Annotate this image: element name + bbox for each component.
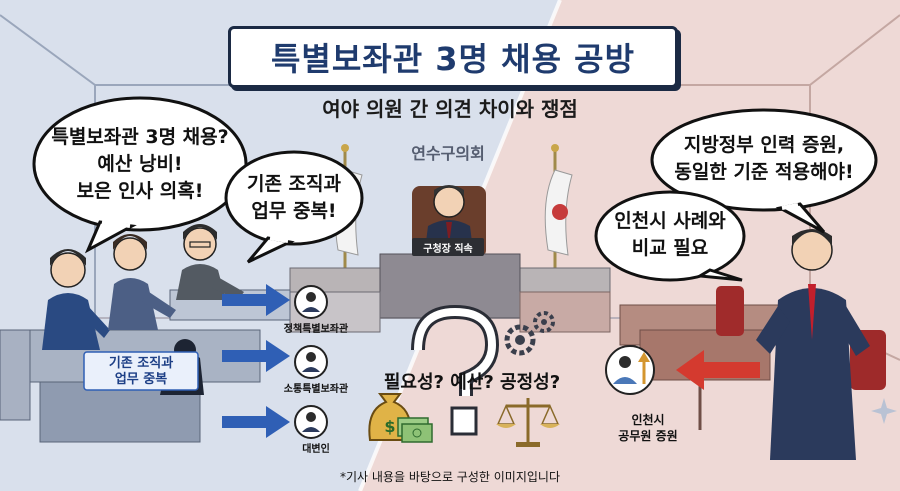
arrow-icon-3 xyxy=(222,406,290,438)
scales-icon xyxy=(496,398,560,447)
page-title: 특별보좌관 3명 채용 공방 xyxy=(270,40,636,78)
duplication-label-line1: 기존 조직과 xyxy=(108,356,174,371)
left-bubble-1-line3: 보은 인사 의혹! xyxy=(76,180,204,202)
official-figure-right xyxy=(756,229,870,460)
position-label-2: 소통특별보좌관 xyxy=(283,384,349,395)
incheon-label-line2: 공무원 증원 xyxy=(618,429,678,443)
speech-bubble-left-2 xyxy=(224,150,364,264)
svg-text:$: $ xyxy=(384,417,395,436)
person-icon-3 xyxy=(294,405,328,439)
subtitle: 여야 의원 간 의견 차이와 쟁점 xyxy=(322,97,578,121)
question-text: 필요성? 예산? 공정성? xyxy=(383,372,561,393)
lawmaker-figure-2 xyxy=(108,234,176,330)
right-bubble-1-text: 지방정부 인력 증원, 동일한 기준 적용해야! xyxy=(660,132,868,186)
arrow-icon-1 xyxy=(222,284,290,316)
incheon-label: 인천시 공무원 증원 xyxy=(596,412,700,444)
speech-bubble-right-1 xyxy=(650,108,878,234)
right-bubble-2-line2: 비교 필요 xyxy=(631,237,709,259)
incheon-label-line1: 인천시 xyxy=(631,413,665,427)
arrow-icon-red xyxy=(676,350,760,390)
duplication-label-line2: 업무 중복 xyxy=(114,372,168,387)
right-bubble-1-line2: 동일한 기준 적용해야! xyxy=(674,161,854,183)
person-icon-2 xyxy=(294,345,328,379)
incheon-officials-icon xyxy=(605,345,655,395)
right-bubble-2-line1: 인천시 사례와 xyxy=(614,210,726,232)
left-bubble-2-line2: 업무 중복! xyxy=(251,200,337,222)
lawmaker-figure-1 xyxy=(42,249,110,350)
footnote: *기사 내용을 바탕으로 구성한 이미지입니다 xyxy=(340,470,560,484)
left-bubble-1-text: 특별보좌관 3명 채용? 예산 낭비! 보은 인사 의혹! xyxy=(40,124,240,205)
cash-icon xyxy=(397,417,433,443)
position-label-1: 정책특별보좌관 xyxy=(283,324,349,335)
speech-bubble-left-1 xyxy=(32,96,248,254)
question-mark-icon xyxy=(411,304,500,436)
duplication-label: 기존 조직과 업무 중복 xyxy=(86,356,196,388)
position-label-3: 대변인 xyxy=(302,444,330,455)
speech-bubble-right-2 xyxy=(594,190,746,282)
flag-icon-right xyxy=(544,144,573,270)
person-icon-1 xyxy=(294,285,328,319)
arrow-icon-2 xyxy=(222,340,290,372)
council-name: 연수구의회 xyxy=(411,144,485,163)
left-bubble-2-text: 기존 조직과 업무 중복! xyxy=(230,171,358,225)
mayor-nameplate: 구청장 직속 xyxy=(412,238,484,256)
right-bubble-1-line1: 지방정부 인력 증원, xyxy=(683,134,845,156)
left-bubble-1-line1: 특별보좌관 3명 채용? xyxy=(51,126,229,148)
title-banner: 특별보좌관 3명 채용 공방 xyxy=(228,26,678,88)
left-bubble-2-line1: 기존 조직과 xyxy=(246,173,341,195)
lawmaker-figure-3 xyxy=(176,224,244,300)
gear-icon xyxy=(504,311,555,356)
right-bubble-2-text: 인천시 사례와 비교 필요 xyxy=(606,208,734,262)
left-bubble-1-line2: 예산 낭비! xyxy=(97,153,183,175)
